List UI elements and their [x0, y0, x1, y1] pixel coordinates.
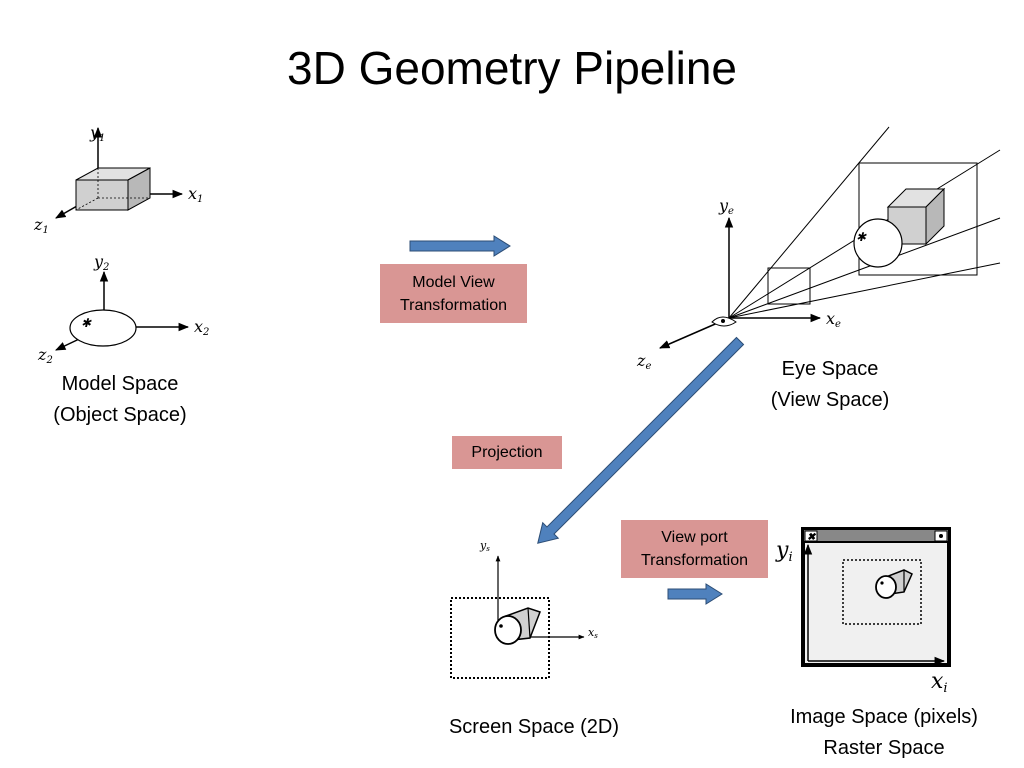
eye-y-label: ye [718, 196, 734, 217]
image-space-figure: ✖ yi xi [775, 527, 951, 696]
camera-eye-icon [711, 316, 737, 327]
image-y-label: yi [775, 538, 793, 565]
model-sphere-z-label: z2 [37, 345, 53, 366]
screen-space-caption: Screen Space (2D) [448, 716, 620, 738]
eye-sphere-marker-icon: ✱ [856, 230, 867, 244]
svg-text:✖: ✖ [807, 532, 817, 543]
eye-z-label: ze [636, 351, 651, 372]
screen-space-figure: ys xs [450, 539, 598, 679]
sphere-marker-icon: ✱ [81, 316, 92, 330]
sphere-icon [69, 309, 137, 347]
screen-y-label: ys [479, 539, 490, 553]
model-cube-y-label: y1 [89, 123, 105, 144]
raster-window [801, 527, 951, 667]
viewport-arrow-icon [667, 583, 723, 605]
model-sphere-x-label: x2 [194, 317, 209, 338]
eye-cube-icon [886, 187, 946, 246]
viewport-transformation-label: View port Transformation [621, 520, 768, 578]
image-x-label: xi [931, 669, 948, 696]
window-titlebar [802, 528, 950, 543]
eye-x-label: xe [826, 309, 841, 330]
model-space-caption: Model Space (Object Space) [53, 373, 187, 426]
far-plane [858, 162, 978, 276]
window-close-icon [804, 530, 818, 542]
model-cube-z-label: z1 [33, 215, 49, 236]
projection-label: Projection [452, 436, 562, 469]
near-plane [767, 267, 811, 305]
model-cube-figure: y1 x1 z1 [33, 123, 203, 236]
screen-x-label: xs [588, 626, 598, 640]
screen-viewport-rect [450, 597, 550, 679]
model-sphere-y-label: y2 [93, 252, 109, 273]
screen-sphere-icon [494, 615, 522, 645]
eye-space-caption: Eye Space (View Space) [770, 358, 890, 411]
model-cube-x-label: x1 [188, 184, 203, 205]
model-sphere-figure: ✱ y2 x2 z2 [37, 252, 209, 366]
model-view-arrow-icon [409, 235, 511, 257]
projection-arrow-icon [537, 336, 745, 544]
cube-icon [75, 167, 151, 211]
slide-title: 3D Geometry Pipeline [287, 42, 737, 94]
image-space-caption: Image Space (pixels) Raster Space [790, 706, 978, 759]
raster-sphere-icon [875, 575, 897, 599]
raster-viewport-rect [842, 559, 922, 625]
model-view-transformation-label: Model View Transformation [380, 264, 527, 323]
eye-space-figure: ✱ ye xe ze [636, 126, 1001, 372]
eye-sphere-icon [853, 218, 903, 268]
